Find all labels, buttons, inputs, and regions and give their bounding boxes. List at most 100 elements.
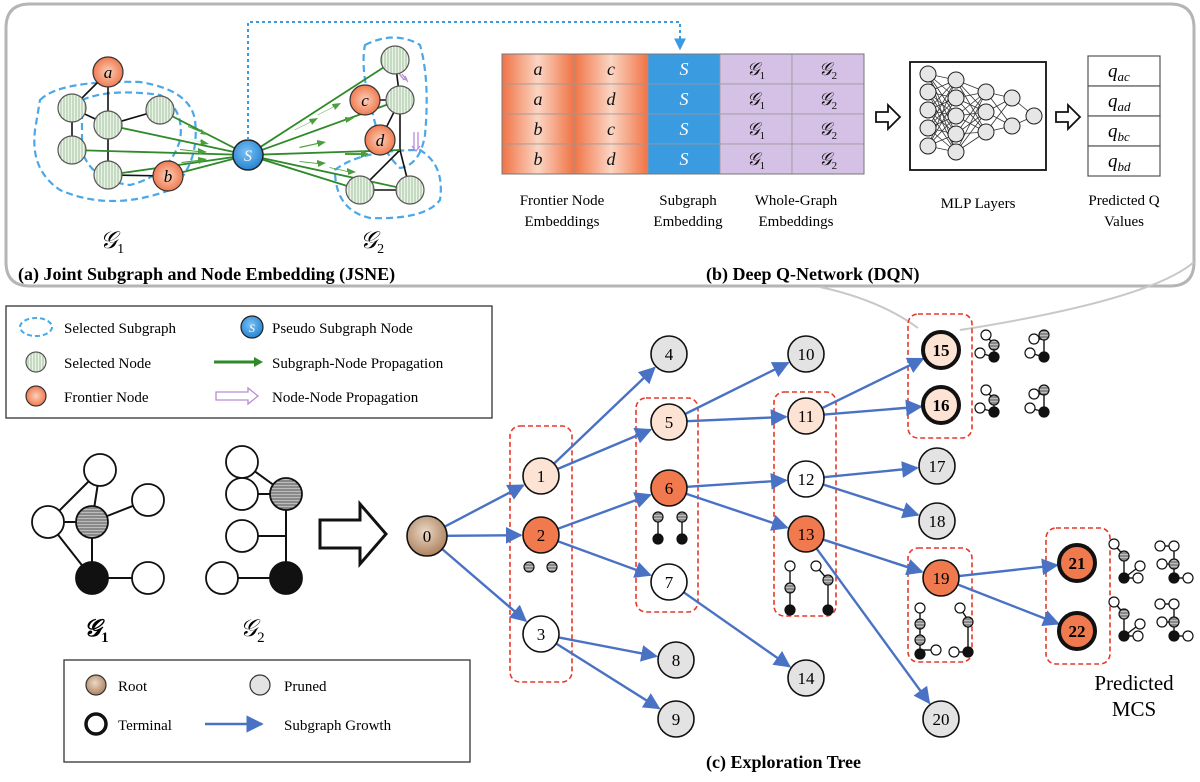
mini-node	[974, 347, 986, 359]
tree-edge	[958, 558, 1059, 578]
predicted-label-2: MCS	[1112, 697, 1156, 721]
legend-terminal: Terminal	[118, 718, 172, 734]
mini-node	[652, 533, 664, 545]
mlp-neuron	[977, 123, 995, 141]
mini-node	[914, 618, 926, 630]
mini-node	[1154, 598, 1166, 610]
q-cell	[1087, 145, 1161, 177]
tree-edge	[555, 642, 661, 710]
tree-node-label: 2	[537, 526, 546, 545]
predicted-label-1: Predicted	[1094, 671, 1174, 695]
dqn-cell	[573, 143, 649, 175]
mini-node	[676, 533, 688, 545]
tree-edge	[815, 547, 931, 705]
q-cell	[1087, 55, 1161, 87]
mini-node	[1024, 347, 1036, 359]
tree-node-label: 8	[672, 651, 681, 670]
mini-node	[1168, 598, 1180, 610]
tree-edge	[444, 526, 523, 544]
group-level-1	[509, 425, 573, 683]
input-g1-label: 𝒢1	[84, 616, 109, 646]
mlp-neuron	[919, 83, 937, 101]
callout-line-right	[959, 261, 1195, 331]
mini-node	[1108, 538, 1120, 550]
mini-node	[988, 339, 1000, 351]
label-frontier-2: Embeddings	[525, 214, 600, 230]
tree-node-label: 20	[933, 710, 950, 729]
mini-node	[1024, 402, 1036, 414]
mlp-neuron	[947, 89, 965, 107]
tree-node-20	[922, 700, 960, 738]
mini-node	[810, 560, 822, 572]
tree-node-label: 10	[798, 345, 815, 364]
dqn-cell-text: 𝒢1	[747, 149, 765, 172]
legend-pruned-icon	[249, 674, 271, 696]
mini-node	[1168, 540, 1180, 552]
q-value-text: qbd	[1108, 151, 1131, 174]
mlp-neuron	[1003, 117, 1021, 135]
dqn-cell	[647, 53, 721, 85]
legend-selected-subgraph: Selected Subgraph	[64, 321, 177, 337]
tree-edge	[684, 361, 790, 416]
tree-node-11	[787, 397, 825, 435]
tree-edge	[685, 492, 789, 531]
dqn-cell-text: a	[534, 89, 543, 109]
mini-node	[1168, 616, 1180, 628]
dqn-cell	[501, 113, 575, 145]
panel-c-title: (c) Exploration Tree	[706, 752, 861, 773]
mlp-neuron	[1025, 107, 1043, 125]
tree-edge	[686, 409, 788, 426]
tree-node-label: 0	[423, 527, 432, 546]
mini-node	[954, 602, 966, 614]
q-cell	[1087, 115, 1161, 147]
legend-selected-node: Selected Node	[64, 356, 151, 372]
mini-node	[676, 511, 688, 523]
dqn-cell-text: 𝒢1	[747, 89, 765, 112]
label-subgraph-1: Subgraph	[659, 193, 717, 209]
mini-node	[1134, 560, 1146, 572]
tree-node-12	[787, 460, 825, 498]
g1-frontier-b: b	[164, 167, 173, 186]
legend-bottom: Root Pruned Terminal Subgraph Growth	[63, 659, 471, 763]
tree-node-6	[650, 469, 688, 507]
legend-subgraph-icon	[19, 317, 53, 337]
label-frontier-1: Frontier Node	[520, 193, 605, 209]
label-q-2: Values	[1104, 214, 1144, 230]
legend-growth: Subgraph Growth	[284, 718, 392, 734]
mini-node	[784, 582, 796, 594]
mini-node	[1118, 630, 1130, 642]
dqn-cell-text: 𝒢2	[819, 89, 837, 112]
mini-node	[1182, 630, 1194, 642]
mini-node	[1028, 333, 1040, 345]
mini-node	[1038, 329, 1050, 341]
tree-node-label: 21	[1069, 554, 1086, 573]
mini-node	[784, 604, 796, 616]
tree-node-19	[922, 559, 960, 597]
tree-node-17	[918, 447, 956, 485]
dqn-cell	[719, 143, 793, 175]
top-panel-border	[4, 2, 1196, 288]
mini-node	[1118, 550, 1130, 562]
legend-top: Selected Subgraph S Pseudo Subgraph Node…	[5, 305, 493, 419]
mini-node	[914, 648, 926, 660]
legend-root: Root	[118, 679, 148, 695]
panel-a: a b c d S 𝒢1 𝒢2 (a) Joint Subgraph and N…	[18, 21, 686, 285]
g1-frontier-a: a	[104, 63, 113, 82]
mini-node	[822, 604, 834, 616]
label-whole-1: Whole-Graph	[755, 193, 838, 209]
mini-node	[962, 646, 974, 658]
tree-edge	[557, 492, 652, 530]
mini-node	[988, 394, 1000, 406]
dqn-cell	[791, 53, 865, 85]
panel-a-title: (a) Joint Subgraph and Node Embedding (J…	[18, 264, 395, 285]
dqn-cell-text: 𝒢2	[819, 119, 837, 142]
tree-node-5	[650, 403, 688, 441]
tree-node-21	[1057, 543, 1097, 583]
dqn-cell-text: 𝒢2	[819, 59, 837, 82]
legend-terminal-icon	[84, 712, 108, 736]
tree-node-18	[918, 502, 956, 540]
tree-edge	[821, 357, 925, 410]
tree-node-label: 12	[798, 470, 815, 489]
